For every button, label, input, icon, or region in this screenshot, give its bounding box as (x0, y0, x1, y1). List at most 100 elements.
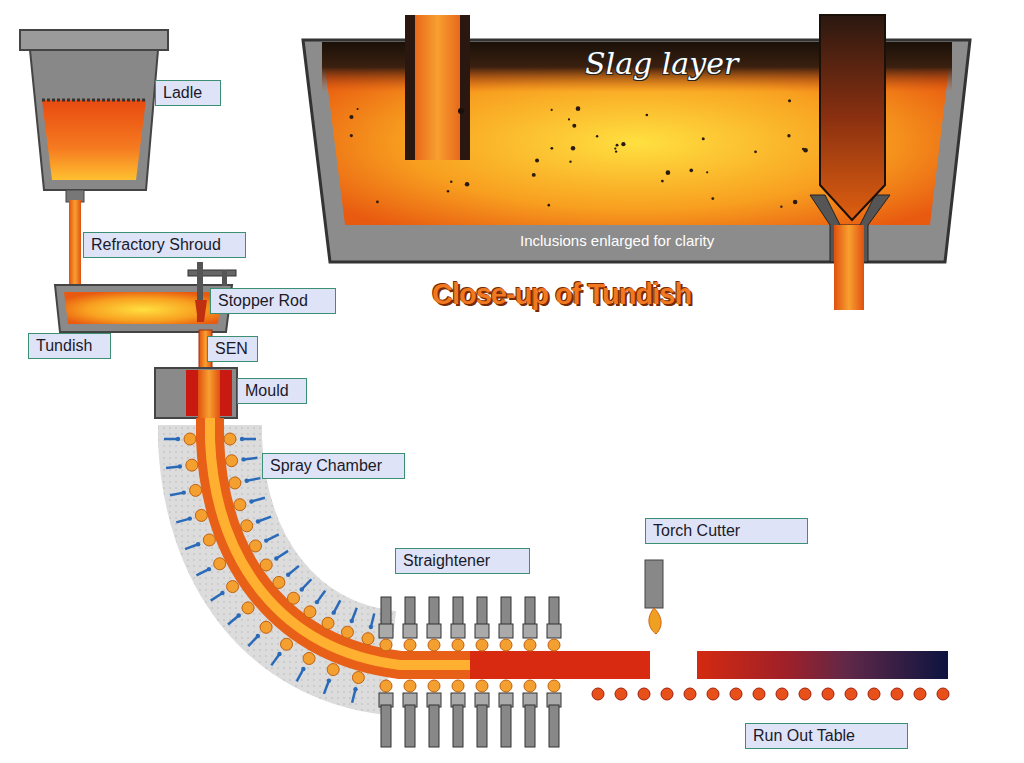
water-spray (241, 457, 245, 461)
straightener-roll (404, 680, 416, 692)
guide-roller (260, 559, 272, 571)
inclusion (458, 108, 464, 114)
straightener-roll (428, 639, 440, 651)
part-label-box: Torch Cutter (645, 518, 808, 544)
straightener-rod (453, 705, 463, 747)
water-spray (188, 516, 192, 520)
table-roll (799, 688, 811, 700)
straightener-roll (524, 639, 536, 651)
straightener-rod (381, 705, 391, 747)
straightener-rod (477, 705, 487, 747)
close-up-heading: Close-up of Tundish (432, 278, 691, 311)
straightener-roll (548, 680, 560, 692)
guide-roller (288, 592, 300, 604)
inclusion (711, 197, 714, 200)
guide-roller (341, 626, 353, 638)
water-spray (369, 625, 373, 629)
guide-roller (184, 433, 196, 445)
inclusion (450, 181, 452, 183)
straightener-rod (523, 624, 537, 638)
inclusion (349, 115, 353, 119)
inclusion (350, 134, 353, 137)
inclusion (780, 206, 782, 208)
inclusion (376, 201, 379, 204)
guide-roller (304, 606, 316, 618)
part-name: Refractory Shroud (91, 236, 221, 253)
inclusion (787, 134, 790, 137)
straightener-roll (428, 680, 440, 692)
straightener-rod (405, 705, 415, 747)
part-label-box: SEN (207, 336, 258, 362)
table-roll (845, 688, 857, 700)
table-roll (914, 688, 926, 700)
water-spray (249, 499, 253, 503)
part-label-box: Straightener (395, 548, 530, 574)
inclusion (689, 169, 693, 173)
inclusion (666, 170, 671, 175)
table-roll (592, 688, 604, 700)
table-roll (753, 688, 765, 700)
guide-roller (229, 477, 241, 489)
inclusions-note: Inclusions enlarged for clarity (520, 232, 714, 249)
table-roll (661, 688, 673, 700)
part-name: Mould (245, 382, 289, 399)
water-spray (350, 619, 354, 623)
guide-roller (190, 484, 202, 496)
water-spray (220, 591, 224, 595)
inclusion (569, 161, 571, 163)
inclusion (706, 171, 708, 173)
straightener-rod (549, 705, 559, 747)
water-spray (301, 667, 305, 671)
table-roll (822, 688, 834, 700)
straightener-roll (500, 639, 512, 651)
part-name: Spray Chamber (270, 457, 382, 474)
slag-layer-label: Slag layer (585, 46, 738, 81)
water-spray (256, 519, 260, 523)
inclusion (645, 114, 648, 117)
water-spray (332, 610, 336, 614)
inclusion (788, 99, 791, 102)
straightener-rod (525, 705, 535, 747)
part-label-box: Refractory Shroud (83, 232, 246, 258)
water-spray (176, 437, 180, 441)
guide-roller (195, 509, 207, 521)
guide-roller (303, 652, 315, 664)
straightener-rod (379, 624, 393, 638)
guide-roller (203, 534, 215, 546)
guide-roller (242, 602, 254, 614)
inclusion (535, 159, 539, 163)
inclusion (661, 180, 664, 183)
straightener-roll (476, 639, 488, 651)
part-label-box: Run Out Table (745, 723, 908, 749)
guide-roller (226, 455, 238, 467)
guide-roller (352, 672, 364, 684)
part-name: Ladle (163, 84, 202, 101)
water-spray (196, 542, 200, 546)
table-roll (684, 688, 696, 700)
straightener-roll (548, 639, 560, 651)
table-roll (937, 688, 949, 700)
inclusion (568, 118, 570, 120)
table-roll (707, 688, 719, 700)
straightener-rod (403, 624, 417, 638)
part-name: Tundish (36, 337, 92, 354)
guide-roller (362, 633, 374, 645)
part-label-box: Mould (237, 378, 307, 404)
straightener-roll (452, 639, 464, 651)
water-spray (264, 538, 268, 542)
inclusion (532, 173, 536, 177)
table-roll (776, 688, 788, 700)
water-spray (207, 567, 211, 571)
table-roll (868, 688, 880, 700)
guide-roller (227, 581, 239, 593)
guide-roller (249, 540, 261, 552)
part-name: Torch Cutter (653, 522, 740, 539)
inclusion (754, 150, 757, 153)
inclusion (572, 124, 576, 128)
inclusion (621, 142, 625, 146)
part-label-box: Stopper Rod (210, 288, 336, 314)
inclusion (357, 108, 359, 110)
water-spray (286, 573, 290, 577)
inclusion (551, 109, 553, 111)
guide-roller (327, 664, 339, 676)
